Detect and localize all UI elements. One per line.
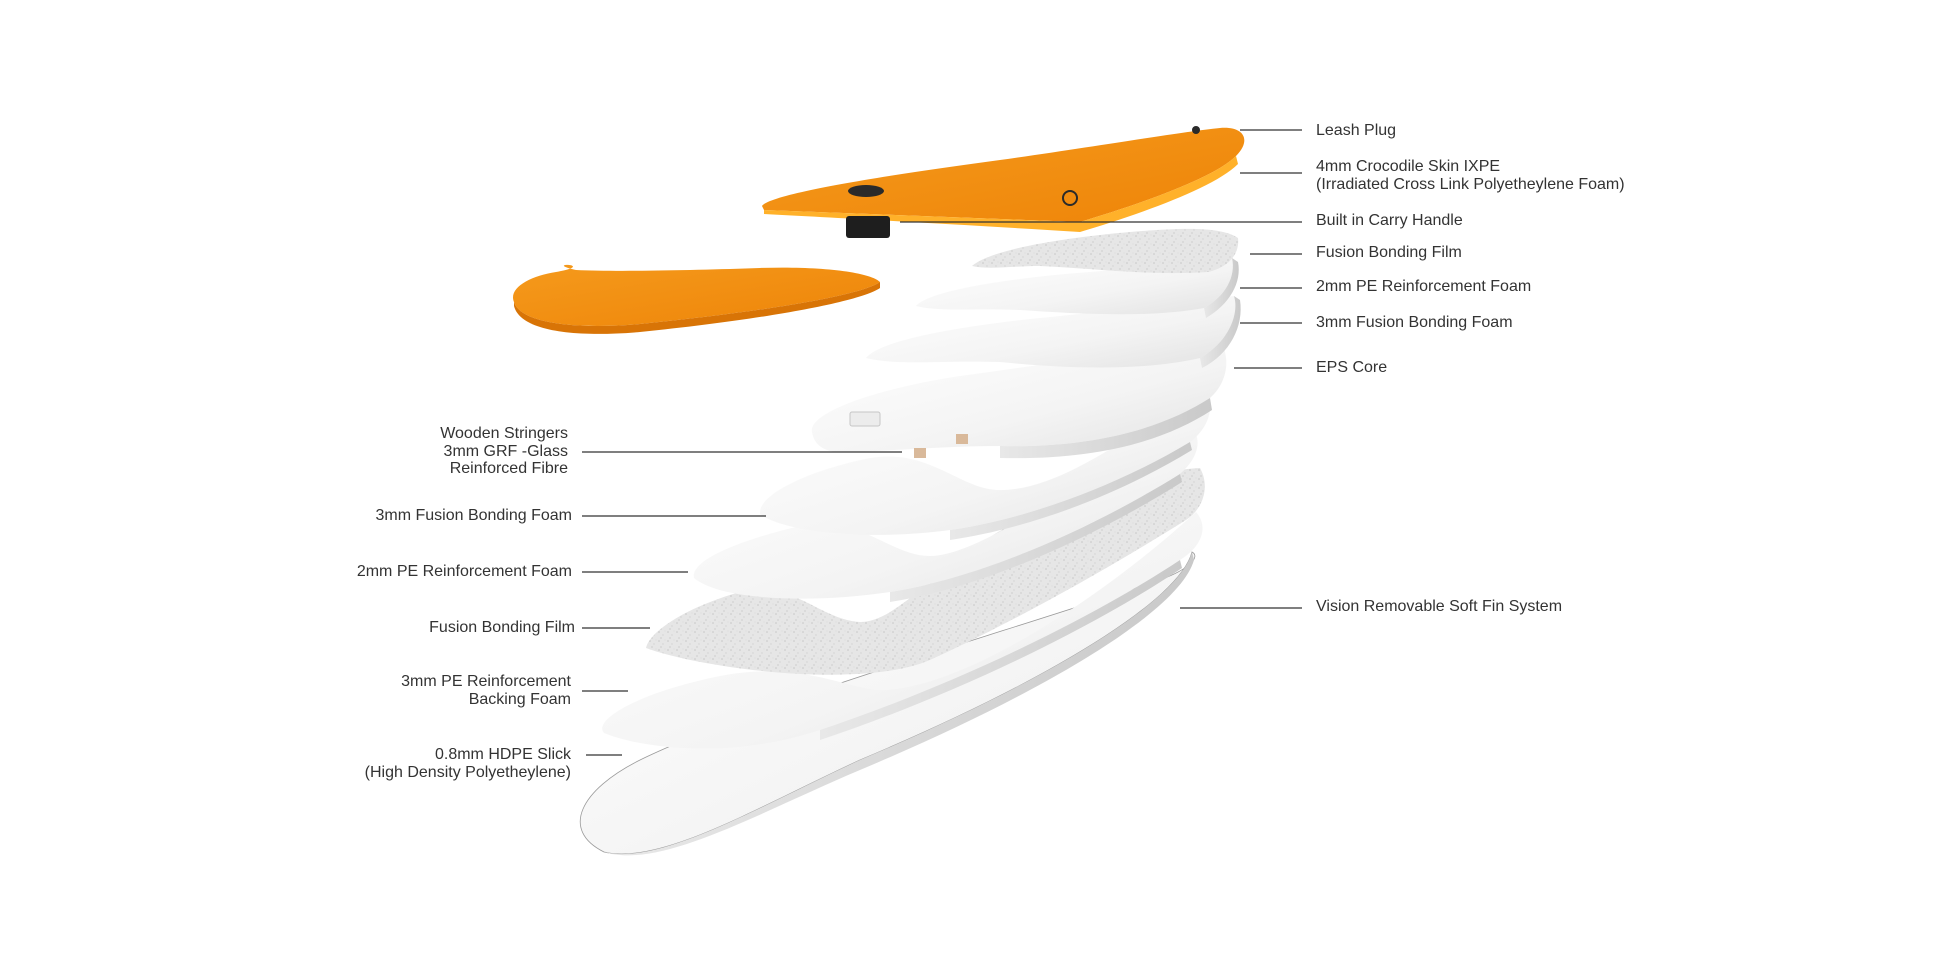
stringer-right <box>956 434 968 444</box>
label-pe-foam-top: 2mm PE Reinforcement Foam <box>1316 278 1532 295</box>
label-carry-handle: Built in Carry Handle <box>1316 212 1463 229</box>
fusion-foam-bottom-layer <box>759 392 1211 540</box>
backing-foam-layer <box>602 512 1203 749</box>
label-stringers: Wooden Stringers 3mm GRF -Glass Reinforc… <box>440 425 568 477</box>
label-eps-core: EPS Core <box>1316 359 1388 376</box>
eps-core-layer <box>811 340 1227 459</box>
deck-nose-piece <box>513 264 880 334</box>
leash-plug-hole <box>1192 126 1200 134</box>
label-fusion-foam-top: 3mm Fusion Bonding Foam <box>1316 314 1513 331</box>
label-fusion-film-bottom: Fusion Bonding Film <box>429 619 575 636</box>
leader-lines <box>582 129 1302 756</box>
label-fusion-foam-bottom: 3mm Fusion Bonding Foam <box>375 507 572 524</box>
pe-foam-bottom-layer <box>693 422 1198 602</box>
label-pe-foam-bottom: 2mm PE Reinforcement Foam <box>356 563 572 580</box>
label-fin-system: Vision Removable Soft Fin System <box>1316 598 1563 615</box>
logo-badge <box>1062 190 1078 206</box>
label-backing-foam: 3mm PE Reinforcement Backing Foam <box>401 673 571 708</box>
label-leash-plug: Leash Plug <box>1316 122 1397 139</box>
label-hdpe-slick: 0.8mm HDPE Slick (High Density Polyethey… <box>364 746 571 781</box>
fusion-film-top-layer <box>972 228 1239 274</box>
label-crocodile-skin: 4mm Crocodile Skin IXPE (Irradiated Cros… <box>1316 158 1625 193</box>
carry-handle-block <box>846 216 890 238</box>
crocodile-skin-deck <box>762 126 1245 232</box>
stringer-left <box>914 448 926 458</box>
label-fusion-film-top: Fusion Bonding Film <box>1316 244 1462 261</box>
